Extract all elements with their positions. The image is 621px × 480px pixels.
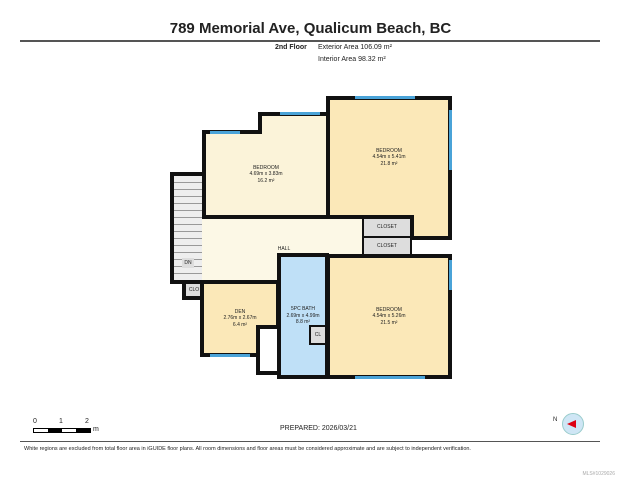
room-label: CL — [314, 331, 322, 338]
compass-label: N — [553, 417, 558, 423]
scale-tick-0: 0 — [33, 418, 37, 425]
room-label: CLOSET — [376, 224, 397, 231]
room-area: 6.4 m² — [232, 321, 248, 328]
compass-icon — [562, 413, 584, 435]
scale-tick-2: 2 — [85, 418, 89, 425]
scale-tick-1: 1 — [59, 418, 63, 425]
window — [355, 96, 415, 99]
window — [449, 110, 452, 170]
bathtub — [256, 325, 281, 375]
disclaimer: White regions are excluded from total fl… — [24, 446, 471, 452]
stairs-label: DN — [182, 257, 194, 269]
footer-divider — [20, 441, 600, 442]
bedroom-1-bump — [258, 112, 330, 134]
room-name: BEDROOM — [376, 147, 402, 154]
room-dims: 2.69m x 4.99m — [286, 312, 320, 319]
room-name: DEN — [234, 308, 246, 315]
prepared-date: PREPARED: 2026/03/21 — [280, 425, 357, 432]
floor-name: 2nd Floor — [275, 44, 307, 51]
window — [210, 131, 240, 134]
window — [449, 260, 452, 290]
scale-unit: m — [93, 426, 99, 433]
room-dims: 4.54m x 5.26m — [372, 313, 406, 320]
exterior-area: Exterior Area 106.09 m² — [318, 44, 392, 51]
room-label: CLO — [188, 286, 200, 293]
room-area: 8.8 m² — [295, 319, 311, 326]
room-area: 16.2 m² — [257, 177, 275, 184]
page-title: 789 Memorial Ave, Qualicum Beach, BC — [169, 20, 452, 37]
scale-bar — [33, 428, 91, 433]
window — [210, 354, 250, 357]
bedroom-2-nook — [410, 215, 452, 240]
room-name: 5PC BATH — [290, 306, 316, 313]
room-area: 21.8 m² — [380, 160, 398, 167]
room-dims: 2.76m x 2.67m — [223, 315, 257, 322]
room-label: CLOSET — [376, 243, 397, 250]
interior-area: Interior Area 98.32 m² — [318, 56, 386, 63]
room-dims: 4.54m x 5.41m — [372, 154, 406, 161]
room-name: BEDROOM — [253, 164, 279, 171]
stairs: DN — [170, 172, 206, 284]
room-closet-1: CLOSET — [362, 217, 412, 238]
window — [355, 376, 425, 379]
mls-number: MLS#1029026 — [582, 471, 615, 477]
window — [280, 112, 320, 115]
room-area: 21.5 m² — [380, 319, 398, 326]
room-name: BEDROOM — [376, 306, 402, 313]
room-label: HALL — [277, 246, 291, 253]
room-cl: CL — [309, 325, 327, 345]
room-dims: 4.69m x 3.83m — [249, 171, 283, 178]
divider — [20, 40, 600, 42]
